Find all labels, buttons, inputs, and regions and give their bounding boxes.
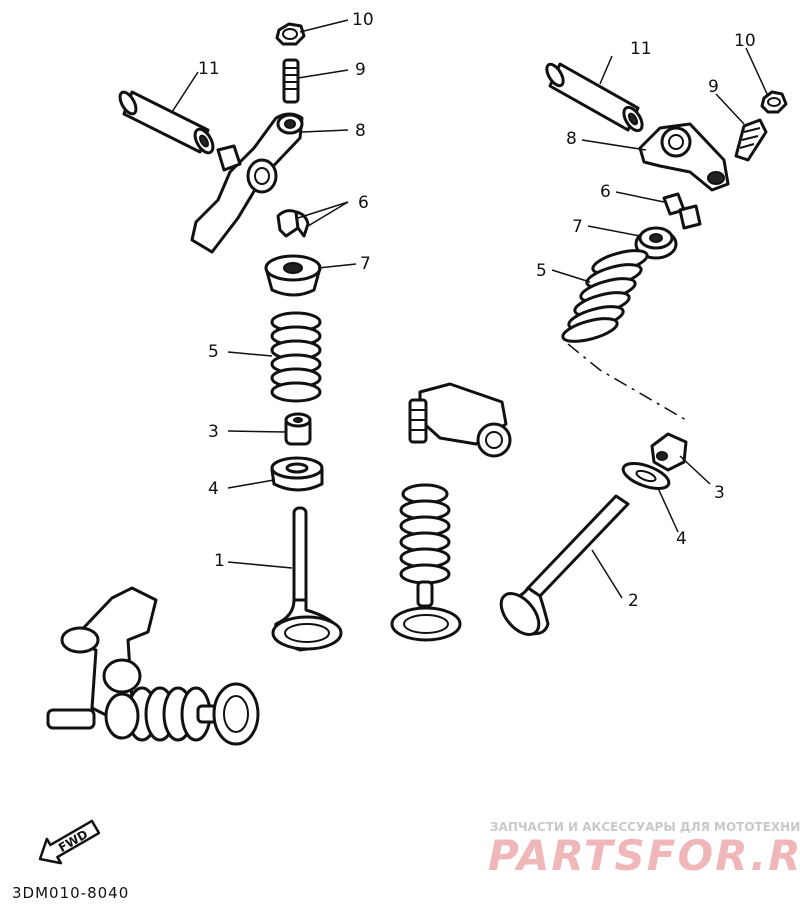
- part-5-valve-spring-left: [270, 311, 322, 403]
- part-8-rocker-arm-right: [638, 122, 730, 192]
- fwd-direction-badge: FWD: [38, 819, 101, 865]
- callout-5-right: 5: [536, 261, 547, 281]
- callout-9-left: 9: [355, 60, 366, 80]
- callout-10-left: 10: [352, 10, 374, 30]
- watermark-tagline: ЗАПЧАСТИ И АКСЕССУАРЫ ДЛЯ МОТОТЕХНИКИ: [490, 820, 800, 834]
- watermark-brand: PARTSFOR.RU: [488, 831, 800, 880]
- callout-8-left: 8: [355, 121, 366, 141]
- callouts-right: 11 10 9 8 6 7 5 3 4 2: [536, 31, 756, 611]
- part-4-spring-seat-right: [621, 462, 671, 490]
- part-11-rocker-shaft-left: [118, 90, 215, 155]
- part-3-stem-seal-left: [284, 412, 312, 446]
- part-9-adjust-screw-right: [734, 118, 768, 162]
- part-1-valve-left: [271, 506, 343, 652]
- assembled-rocker-center: [408, 382, 512, 458]
- part-9-adjust-screw-left: [282, 58, 300, 104]
- part-6-valve-cotters-left: [276, 209, 310, 238]
- part-2-valve-right: [499, 494, 630, 636]
- part-10-nut-left: [275, 22, 306, 46]
- callouts-left: 10 9 8 11 6 7 5 3 4 1: [198, 10, 374, 571]
- callout-11-left: 11: [198, 59, 220, 79]
- callout-2-right: 2: [628, 591, 639, 611]
- part-3-stem-seal-right: [650, 432, 688, 472]
- callout-1-left: 1: [214, 551, 225, 571]
- diagram-code: 3DM010-8040: [12, 884, 129, 902]
- part-5-valve-spring-right: [561, 249, 649, 343]
- callout-7-left: 7: [360, 254, 371, 274]
- callout-8-right: 8: [566, 129, 577, 149]
- part-4-spring-seat-left: [270, 456, 324, 492]
- part-11-rocker-shaft-right: [545, 62, 644, 133]
- part-7-spring-retainer-left: [264, 254, 322, 297]
- leader-lines: [171, 19, 769, 599]
- part-8-rocker-arm-left: [190, 112, 304, 254]
- callout-3-left: 3: [208, 422, 219, 442]
- callout-3-right: 3: [714, 483, 725, 503]
- callout-10-right: 10: [734, 31, 756, 51]
- assembled-valve-center: [390, 483, 462, 642]
- callout-7-right: 7: [572, 217, 583, 237]
- callout-4-left: 4: [208, 479, 219, 499]
- callout-6-left: 6: [358, 193, 369, 213]
- assembly-line-right: [567, 343, 687, 421]
- callout-5-left: 5: [208, 342, 219, 362]
- part-6-valve-cotters-right: [662, 192, 702, 230]
- callout-4-right: 4: [676, 529, 687, 549]
- callout-6-right: 6: [600, 182, 611, 202]
- assembled-view-bottom-left: [46, 586, 260, 746]
- callout-11-right: 11: [630, 39, 652, 59]
- part-10-nut-right: [760, 90, 788, 114]
- part-7-spring-retainer-right: [634, 226, 678, 260]
- callout-9-right: 9: [708, 77, 719, 97]
